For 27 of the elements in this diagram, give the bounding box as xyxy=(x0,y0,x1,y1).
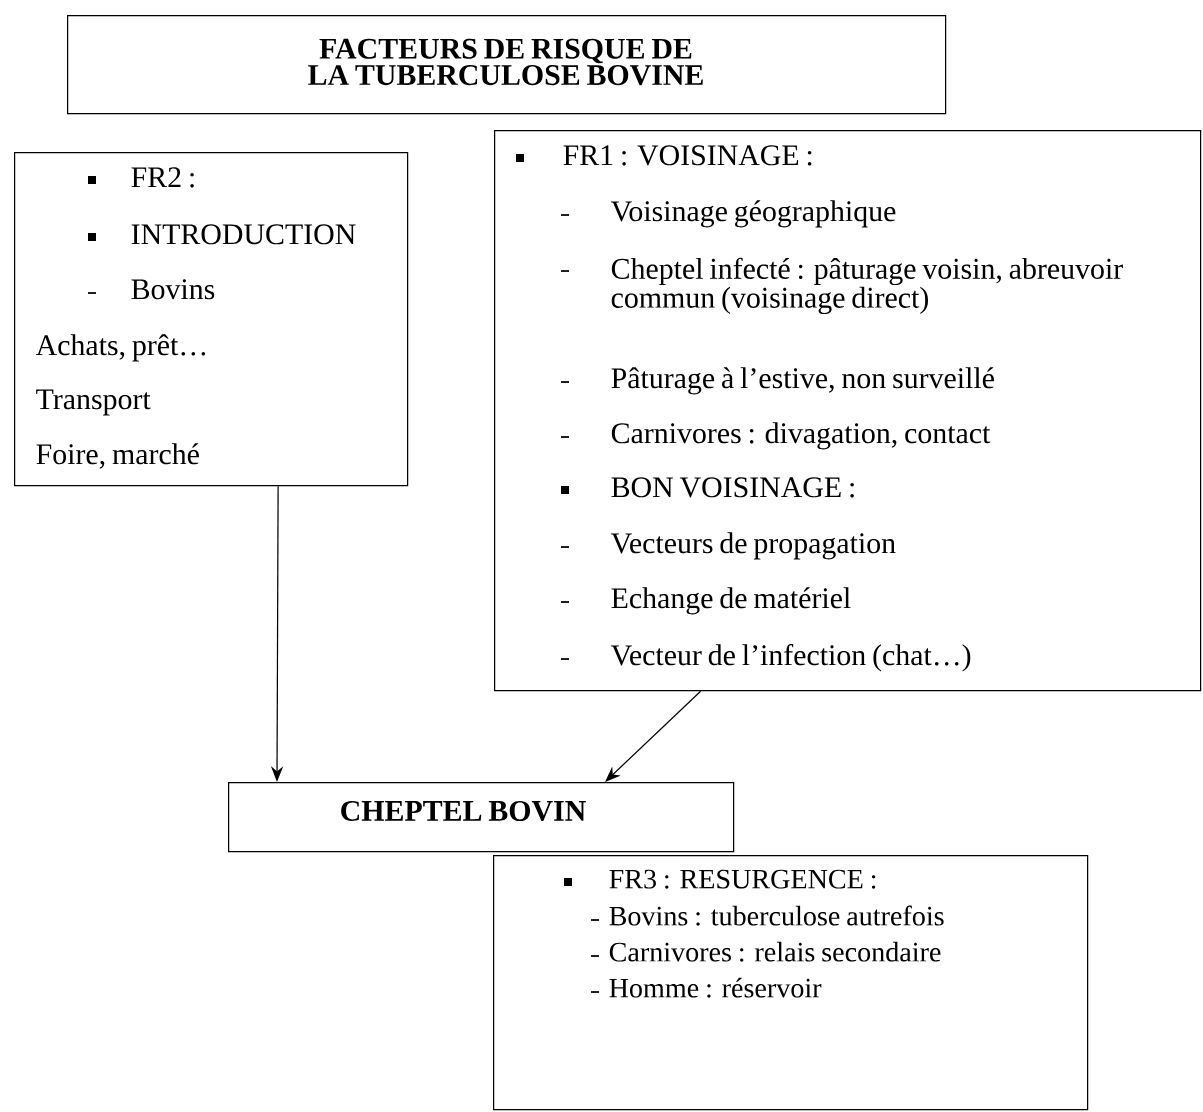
list-item: Pâturage à l’estive, non surveillé xyxy=(611,367,994,395)
list-item: Transport xyxy=(36,389,151,416)
list-item: INTRODUCTION xyxy=(131,224,356,245)
heading-text: FACTEURS DE RISQUE DE LA TUBERCULOSE BOVINE xyxy=(308,38,703,86)
list-item: Vecteur de l’infection (chat…) xyxy=(610,644,971,672)
list-item: Echange de matériel xyxy=(611,587,851,615)
text-box xyxy=(493,855,1089,1111)
list-item: BON VOISINAGE : xyxy=(611,477,854,498)
list-item: Vecteurs de propagation xyxy=(610,532,896,560)
list-item: Carnivores : divagation, contact xyxy=(611,422,991,450)
heading-box xyxy=(228,782,735,853)
arrow xyxy=(605,690,702,782)
list-item: FR2 : xyxy=(131,167,194,188)
list-item: Bovins : tuberculose autrefois xyxy=(609,905,944,926)
text-box xyxy=(14,152,409,487)
list-item: Voisinage géographique xyxy=(610,200,896,228)
list-item: Bovins xyxy=(131,279,215,300)
list-item: Cheptel infecté : pâturage voisin, abreuvoir commun (voisinage direct) xyxy=(611,257,1123,315)
heading-text: CHEPTEL BOVIN xyxy=(341,800,586,822)
list-item: Foire, marché xyxy=(36,443,199,469)
list-item: Carnivores : relais secondaire xyxy=(609,941,941,962)
text-box xyxy=(494,130,1202,692)
list-item: Achats, prêt… xyxy=(35,334,206,362)
title-box xyxy=(67,15,947,115)
list-item: Homme : réservoir xyxy=(609,977,822,998)
list-item: FR1 : VOISINAGE : xyxy=(563,145,812,166)
list-item: FR3 : RESURGENCE : xyxy=(609,869,876,889)
